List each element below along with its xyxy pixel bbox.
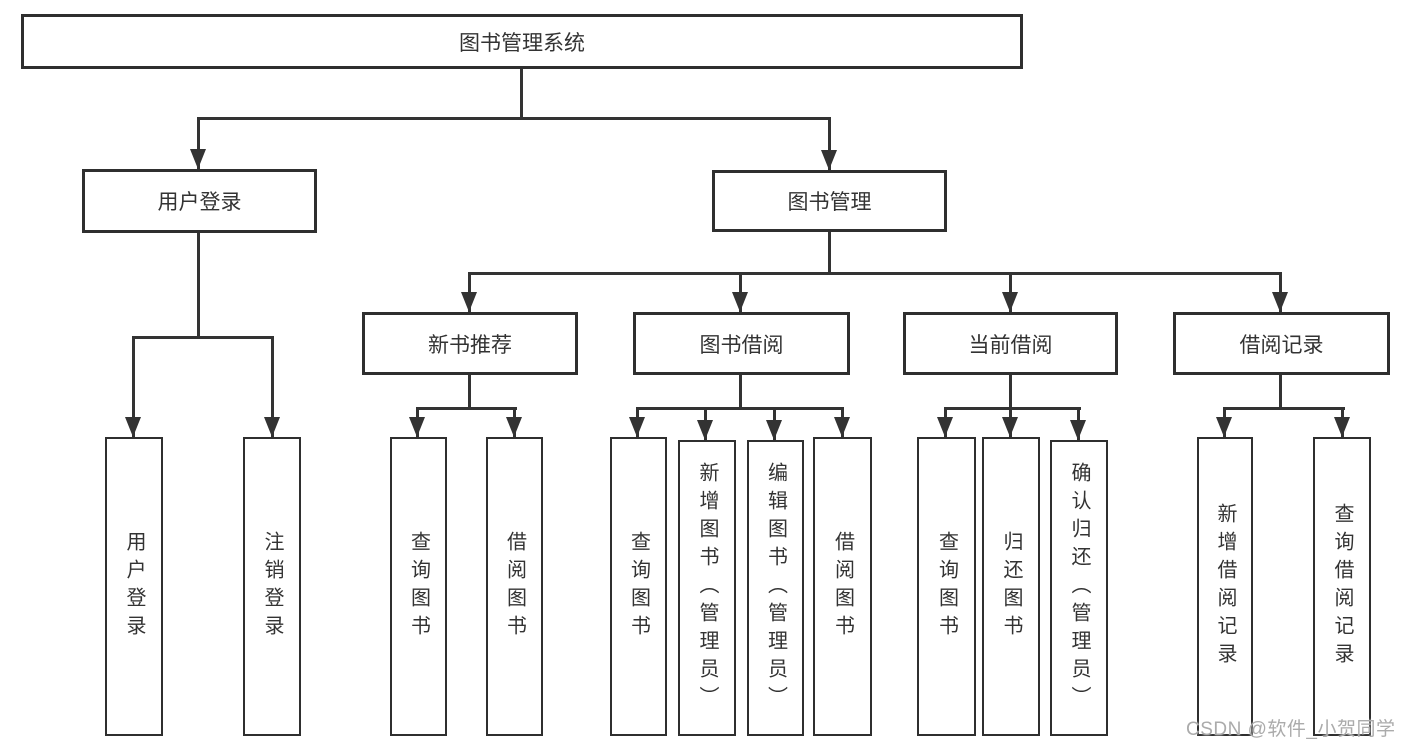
leaf-recommend-query-books: 查询图书 <box>390 437 447 736</box>
connector-records-stem <box>1279 375 1282 407</box>
leaf-borrow-query-books-label: 查询图书 <box>627 530 650 643</box>
leaf-current-query-books-label: 查询图书 <box>935 530 958 643</box>
leaf-borrow-query-books: 查询图书 <box>610 437 667 736</box>
leaf-recommend-borrow-books: 借阅图书 <box>486 437 543 736</box>
leaf-borrow-book: 借阅图书 <box>813 437 872 736</box>
connector-recommend-branch <box>416 407 517 410</box>
arrowhead-recommend-query <box>409 417 425 437</box>
connector-borrow-branch <box>636 407 844 410</box>
arrowhead-current-query <box>937 417 953 437</box>
connector-root-branch <box>197 117 831 120</box>
arrowhead-add-record <box>1216 417 1232 437</box>
node-book-borrow-label: 图书借阅 <box>699 333 784 357</box>
node-book-borrow: 图书借阅 <box>633 312 850 375</box>
node-book-management-label: 图书管理 <box>787 191 872 214</box>
arrowhead-new-book-recommend <box>461 292 477 312</box>
arrowhead-return-book <box>1002 417 1018 437</box>
leaf-current-query-books: 查询图书 <box>917 437 976 736</box>
connector-login-stem <box>197 233 200 336</box>
node-new-book-recommend-label: 新书推荐 <box>428 333 512 357</box>
arrowhead-book-management <box>821 150 837 170</box>
leaf-add-borrow-record: 新增借阅记录 <box>1197 437 1253 736</box>
node-current-borrow-label: 当前借阅 <box>968 333 1053 357</box>
leaf-add-book-admin: 新增图书（管理员） <box>678 440 736 736</box>
leaf-edit-book-admin-label: 编辑图书（管理员） <box>764 462 787 714</box>
node-user-login-label: 用户登录 <box>157 191 242 214</box>
leaf-return-book: 归还图书 <box>982 437 1040 736</box>
arrowhead-query-record <box>1334 417 1350 437</box>
node-new-book-recommend: 新书推荐 <box>362 312 578 375</box>
leaf-query-borrow-record-label: 查询借阅记录 <box>1331 502 1353 671</box>
connector-current-stem <box>1009 375 1012 407</box>
connector-to-user-login <box>197 117 200 169</box>
arrowhead-edit-book <box>766 420 782 440</box>
leaf-add-borrow-record-label: 新增借阅记录 <box>1214 502 1236 671</box>
connector-mgmt-branch <box>468 272 1282 275</box>
arrowhead-borrow-records <box>1272 292 1288 312</box>
arrowhead-borrow-query <box>629 417 645 437</box>
node-current-borrow: 当前借阅 <box>903 312 1118 375</box>
leaf-confirm-return-admin: 确认归还（管理员） <box>1050 440 1108 736</box>
connector-recommend-stem <box>468 375 471 407</box>
leaf-logout-label: 注销登录 <box>261 530 283 643</box>
connector-borrow-stem <box>739 375 742 407</box>
leaf-edit-book-admin: 编辑图书（管理员） <box>747 440 804 736</box>
arrowhead-user-login <box>190 149 206 169</box>
connector-to-book-management <box>828 117 831 170</box>
connector-current-branch <box>944 407 1081 410</box>
arrowhead-add-book <box>697 420 713 440</box>
leaf-add-book-admin-label: 新增图书（管理员） <box>696 462 718 714</box>
leaf-user-login: 用户登录 <box>105 437 163 736</box>
node-root-label: 图书管理系统 <box>459 31 585 55</box>
arrowhead-leaf-user-login <box>125 417 141 437</box>
arrowhead-leaf-logout <box>264 417 280 437</box>
arrowhead-current-borrow <box>1002 292 1018 312</box>
node-borrow-records: 借阅记录 <box>1173 312 1390 375</box>
leaf-logout: 注销登录 <box>243 437 301 736</box>
node-borrow-records-label: 借阅记录 <box>1239 333 1324 357</box>
arrowhead-book-borrow <box>732 292 748 312</box>
arrowhead-borrow-book <box>834 417 850 437</box>
connector-mgmt-stem <box>828 232 831 272</box>
connector-root-stem <box>520 69 523 117</box>
leaf-return-book-label: 归还图书 <box>1000 530 1022 643</box>
arrowhead-recommend-borrow <box>506 417 522 437</box>
node-book-management: 图书管理 <box>712 170 947 232</box>
node-user-login: 用户登录 <box>82 169 317 233</box>
connector-records-branch <box>1223 407 1345 410</box>
connector-login-branch <box>132 336 274 339</box>
leaf-confirm-return-admin-label: 确认归还（管理员） <box>1068 462 1090 714</box>
leaf-recommend-query-books-label: 查询图书 <box>407 530 430 643</box>
csdn-watermark: CSDN @软件_小贺同学 <box>1186 719 1396 740</box>
leaf-query-borrow-record: 查询借阅记录 <box>1313 437 1371 736</box>
leaf-user-login-label: 用户登录 <box>123 530 145 643</box>
connector-to-leaf-logout <box>271 336 274 437</box>
leaf-recommend-borrow-books-label: 借阅图书 <box>503 530 526 643</box>
arrowhead-confirm-return <box>1070 420 1086 440</box>
node-root: 图书管理系统 <box>21 14 1023 69</box>
connector-to-leaf-user-login <box>132 336 135 437</box>
leaf-borrow-book-label: 借阅图书 <box>831 530 854 643</box>
